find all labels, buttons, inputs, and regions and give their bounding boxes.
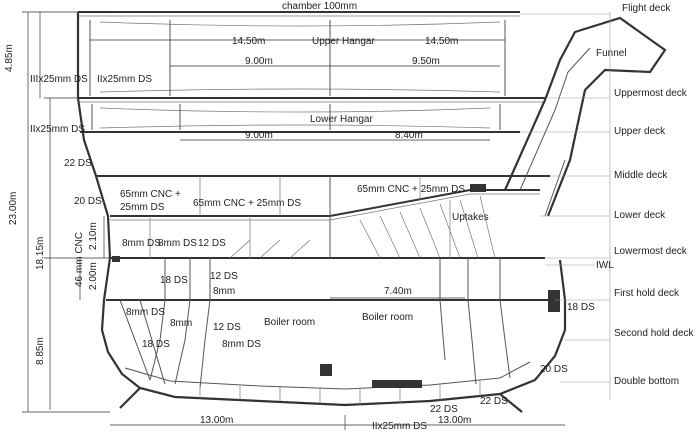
armor-note: 8mm DS <box>222 339 261 350</box>
first-hold-deck-label: First hold deck <box>614 288 680 299</box>
armor-note: 8mm <box>213 286 235 297</box>
lowermost-deck-label: Lowermost deck <box>614 246 688 257</box>
armor-note: 22 DS <box>430 404 458 415</box>
labels: chamber 100mm Flight deck Funnel Uppermo… <box>4 1 695 432</box>
hull-structure <box>76 11 667 413</box>
armor-note: 12 DS <box>198 238 226 249</box>
chamber-label: chamber 100mm <box>282 1 357 12</box>
lower-deck-label: Lower deck <box>614 210 666 221</box>
armor-note: 8mm DS <box>122 238 161 249</box>
middle-deck-label: Middle deck <box>614 170 668 181</box>
dim-9-50-upper: 9.50m <box>412 56 440 67</box>
dim-8-40-lower: 8.40m <box>395 130 423 141</box>
armor-note: 12 DS <box>213 322 241 333</box>
second-hold-deck-label: Second hold deck <box>614 328 695 339</box>
dimension-lines <box>22 11 611 430</box>
armor-note: 8mm DS <box>158 238 197 249</box>
upper-hangar-label: Upper Hangar <box>312 36 375 47</box>
armor-note: 22 DS <box>480 396 508 407</box>
armor-note: 65mm CNC + <box>120 189 181 200</box>
armor-note: 22 DS <box>64 158 92 169</box>
armor-note: 8mm <box>170 318 192 329</box>
dim-2-10: 2.10m <box>88 222 99 250</box>
armor-note: 65mm CNC + 25mm DS <box>193 198 301 209</box>
dim-14-50-left: 14.50m <box>232 36 265 47</box>
flight-deck-label: Flight deck <box>622 3 671 14</box>
armor-note: 18 DS <box>567 302 595 313</box>
armor-note: 20 DS <box>540 364 568 375</box>
dim-23-00: 23.00m <box>8 192 19 225</box>
armor-note: 20 DS <box>74 196 102 207</box>
lower-hangar-label: Lower Hangar <box>310 114 373 125</box>
uptakes-label: Uptakes <box>452 212 489 223</box>
iwl-label: IWL <box>596 260 614 271</box>
dim-13-00-left: 13.00m <box>200 415 233 426</box>
armor-note: 65mm CNC + 25mm DS <box>357 184 465 195</box>
boiler-room-left-label: Boiler room <box>264 317 315 328</box>
armor-note: IIx25mm DS <box>30 124 85 135</box>
dim-18-15: 18.15m <box>35 237 46 270</box>
armor-note: 18 DS <box>142 339 170 350</box>
dim-46mm-cnc: 46 mm CNC <box>74 232 85 287</box>
dim-9-00-upper: 9.00m <box>245 56 273 67</box>
armor-note: IIIx25mm DS <box>30 74 88 85</box>
double-bottom-label: Double bottom <box>614 376 679 387</box>
armor-note: IIx25mm DS <box>97 74 152 85</box>
dim-14-50-right: 14.50m <box>425 36 458 47</box>
dim-9-00-lower: 9.00m <box>245 130 273 141</box>
dim-8-85: 8.85m <box>35 337 46 365</box>
upper-deck-label: Upper deck <box>614 126 666 137</box>
armor-note: 12 DS <box>210 271 238 282</box>
dim-2-00: 2.00m <box>88 262 99 290</box>
dim-7-40: 7.40m <box>384 286 412 297</box>
armor-note: IIx25mm DS <box>372 421 427 432</box>
armor-note: 8mm DS <box>126 307 165 318</box>
dim-4-85: 4.85m <box>4 44 15 72</box>
dim-13-00-right: 13.00m <box>438 415 471 426</box>
armor-note: 18 DS <box>160 275 188 286</box>
boiler-room-right-label: Boiler room <box>362 312 413 323</box>
armor-note: 25mm DS <box>120 202 165 213</box>
funnel-label: Funnel <box>596 48 627 59</box>
uppermost-deck-label: Uppermost deck <box>614 88 688 99</box>
